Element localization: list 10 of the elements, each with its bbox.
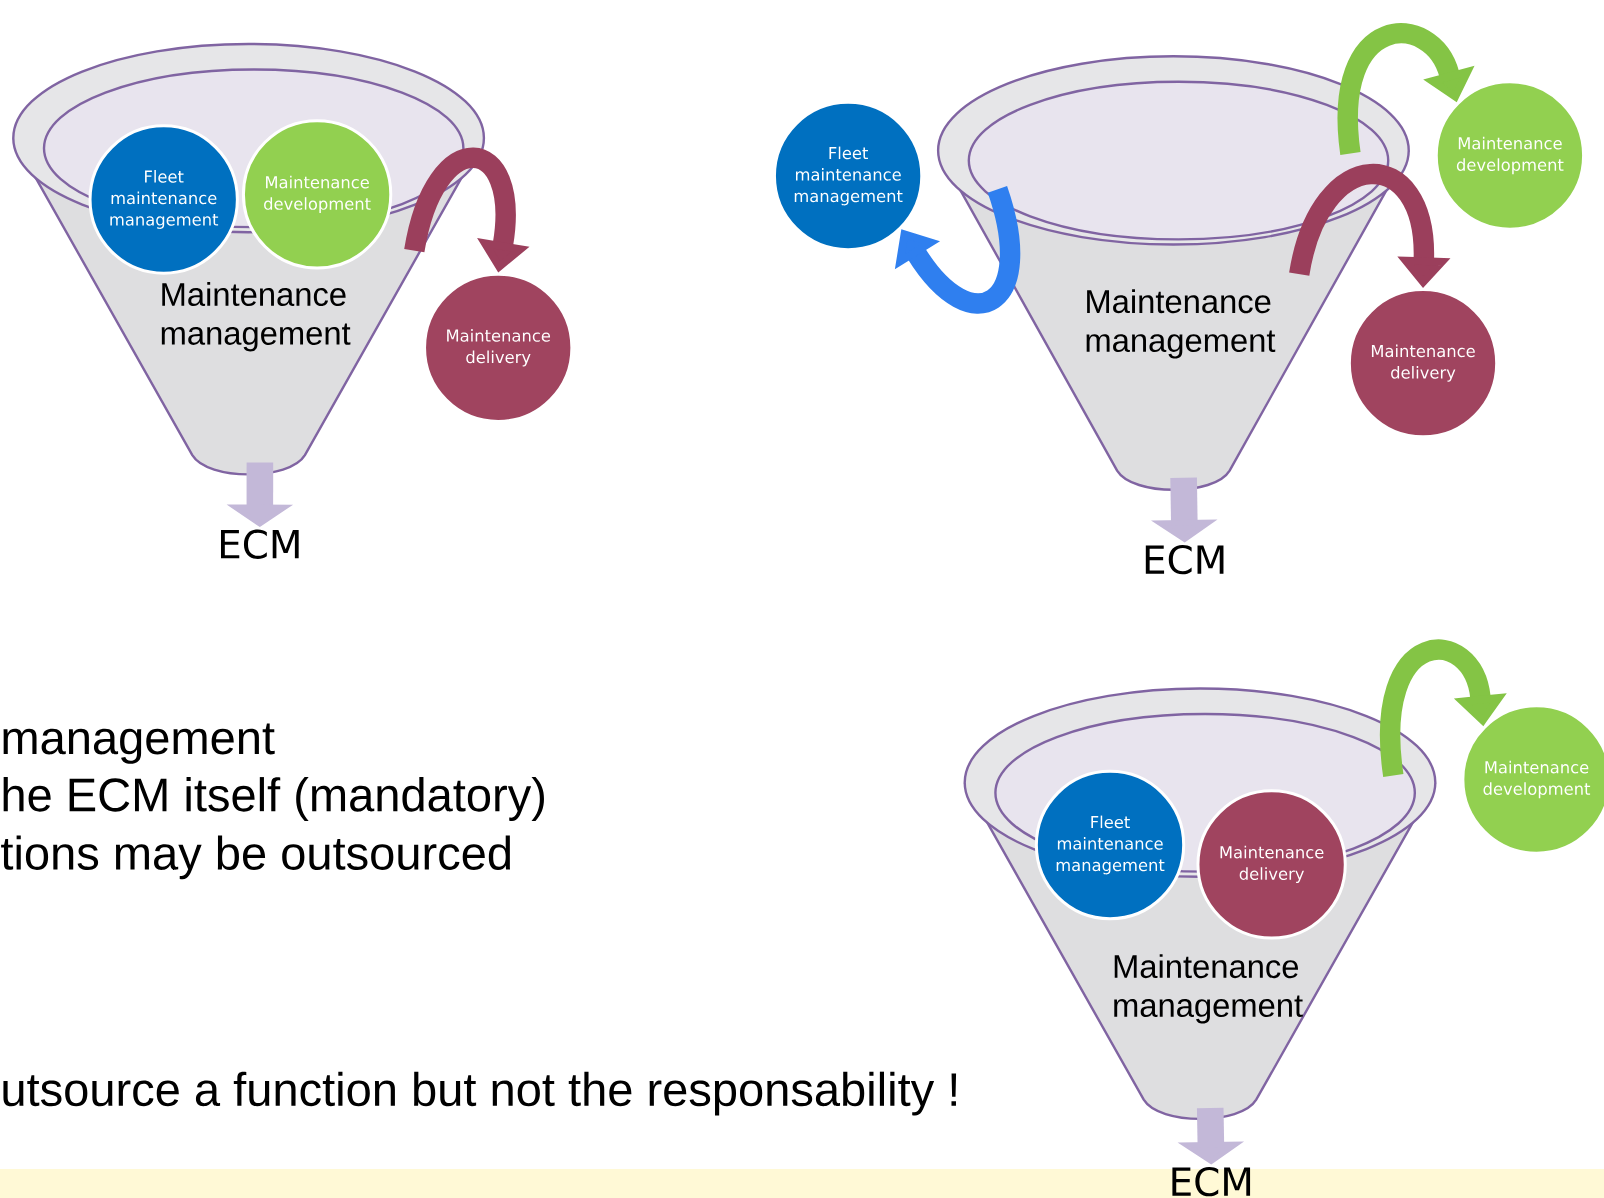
bullet-text: he ECM itself (mandatory) [3,777,544,821]
output-label: ECM [1145,544,1224,575]
output-label: ECM [221,529,299,559]
arrow [1380,639,1507,777]
arrow [894,186,1020,314]
arrow [1337,23,1475,155]
bullet-text: tions may be outsourced [1,835,510,880]
bullet-text: utsource a function but not the responsability ! [3,1071,957,1116]
bullet-text: management [3,723,275,764]
output-label: ECM [1172,1166,1251,1197]
